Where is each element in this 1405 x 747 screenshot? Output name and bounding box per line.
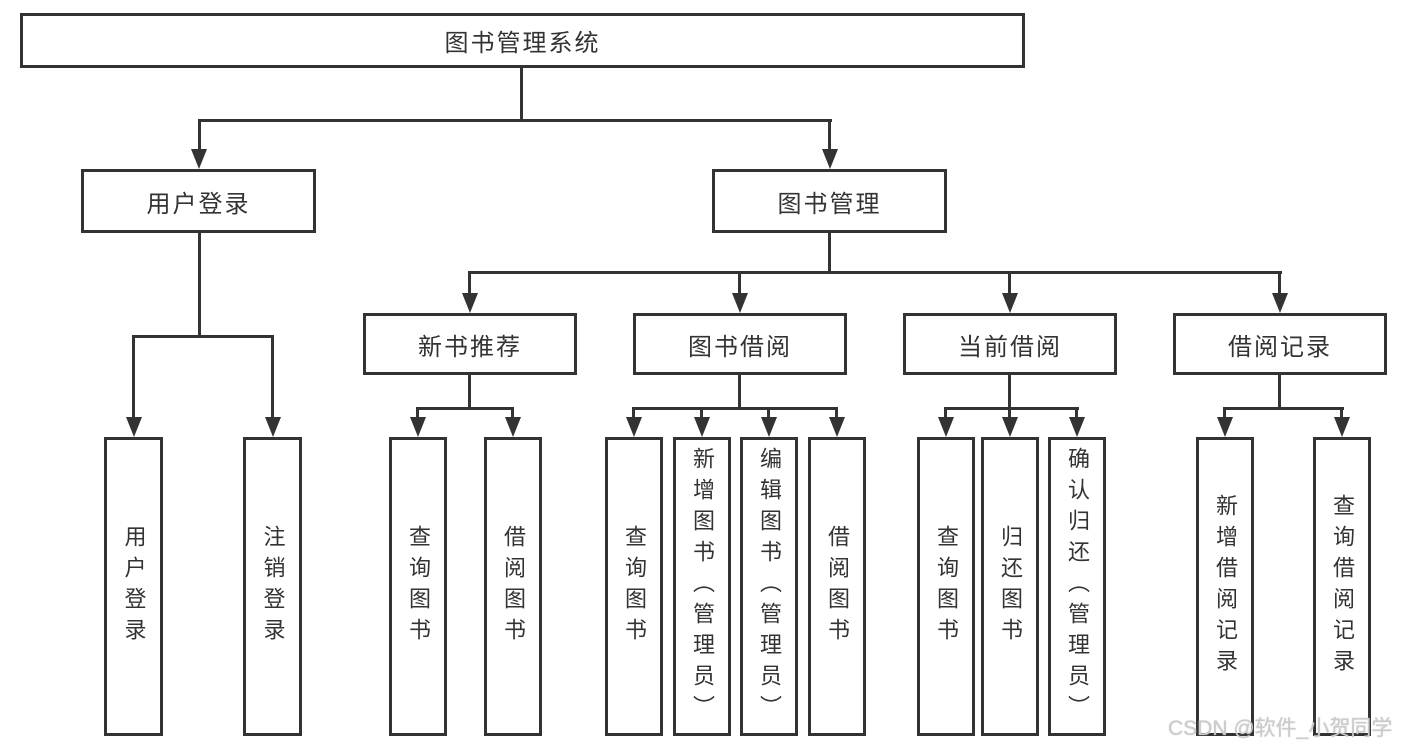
arrowhead-icon xyxy=(410,417,426,437)
arrowhead-icon xyxy=(191,149,207,169)
connector-line xyxy=(1278,375,1281,407)
connector-line xyxy=(1223,407,1344,410)
connector-line xyxy=(198,233,201,335)
connector-line xyxy=(271,335,274,419)
node-borrowing-records: 借阅记录 xyxy=(1173,313,1387,375)
connector-line xyxy=(767,407,770,419)
arrowhead-icon xyxy=(505,417,521,437)
node-user-login: 用户登录 xyxy=(81,169,316,233)
connector-line xyxy=(1340,407,1343,419)
arrowhead-icon xyxy=(1272,293,1288,313)
watermark-text: CSDN @软件_小贺同学 xyxy=(1168,717,1393,740)
connector-line xyxy=(132,335,135,419)
connector-line xyxy=(632,407,838,410)
leaf-confirm-return-admin: 确认归还（管理员） xyxy=(1048,437,1106,736)
connector-line xyxy=(198,119,832,122)
leaf-edit-books-admin: 编辑图书（管理员） xyxy=(740,437,798,736)
arrowhead-icon xyxy=(1069,417,1085,437)
connector-line xyxy=(944,407,1079,410)
arrowhead-icon xyxy=(1002,293,1018,313)
connector-line xyxy=(1075,407,1078,419)
arrowhead-icon xyxy=(1217,417,1233,437)
connector-line xyxy=(1008,271,1011,295)
arrowhead-icon xyxy=(462,293,478,313)
connector-line xyxy=(198,119,201,151)
connector-line xyxy=(828,119,831,151)
connector-line xyxy=(468,375,471,407)
connector-line xyxy=(511,407,514,419)
arrowhead-icon xyxy=(761,417,777,437)
connector-line xyxy=(738,375,741,407)
leaf-borrow-books: 借阅图书 xyxy=(808,437,866,736)
leaf-add-borrow-record: 新增借阅记录 xyxy=(1196,437,1254,736)
leaf-query-books: 查询图书 xyxy=(389,437,447,736)
arrowhead-icon xyxy=(126,417,142,437)
arrowhead-icon xyxy=(626,417,642,437)
connector-line xyxy=(416,407,514,410)
connector-line xyxy=(1278,271,1281,295)
connector-line xyxy=(468,271,471,295)
arrowhead-icon xyxy=(732,293,748,313)
connector-line xyxy=(738,271,741,295)
leaf-query-books: 查询图书 xyxy=(605,437,663,736)
node-current-borrowing: 当前借阅 xyxy=(903,313,1117,375)
connector-line xyxy=(1008,407,1011,419)
connector-line xyxy=(132,335,274,338)
leaf-return-books: 归还图书 xyxy=(981,437,1039,736)
leaf-add-books-admin: 新增图书（管理员） xyxy=(673,437,731,736)
arrowhead-icon xyxy=(829,417,845,437)
node-book-borrowing: 图书借阅 xyxy=(633,313,847,375)
arrowhead-icon xyxy=(938,417,954,437)
node-book-management-system: 图书管理系统 xyxy=(20,13,1025,68)
connector-line xyxy=(520,68,523,119)
connector-line xyxy=(468,271,1282,274)
connector-line xyxy=(944,407,947,419)
connector-line xyxy=(835,407,838,419)
arrowhead-icon xyxy=(265,417,281,437)
node-new-book-recommendation: 新书推荐 xyxy=(363,313,577,375)
arrowhead-icon xyxy=(1334,417,1350,437)
arrowhead-icon xyxy=(694,417,710,437)
leaf-query-books: 查询图书 xyxy=(917,437,975,736)
connector-line xyxy=(700,407,703,419)
node-book-management: 图书管理 xyxy=(712,169,947,233)
connector-line xyxy=(1223,407,1226,419)
connector-line xyxy=(828,233,831,271)
leaf-user-login: 用户登录 xyxy=(104,437,163,736)
connector-line xyxy=(632,407,635,419)
leaf-logout: 注销登录 xyxy=(243,437,302,736)
leaf-borrow-books: 借阅图书 xyxy=(484,437,542,736)
connector-line xyxy=(416,407,419,419)
connector-line xyxy=(1008,375,1011,407)
leaf-query-borrow-record: 查询借阅记录 xyxy=(1313,437,1371,736)
arrowhead-icon xyxy=(822,149,838,169)
arrowhead-icon xyxy=(1002,417,1018,437)
